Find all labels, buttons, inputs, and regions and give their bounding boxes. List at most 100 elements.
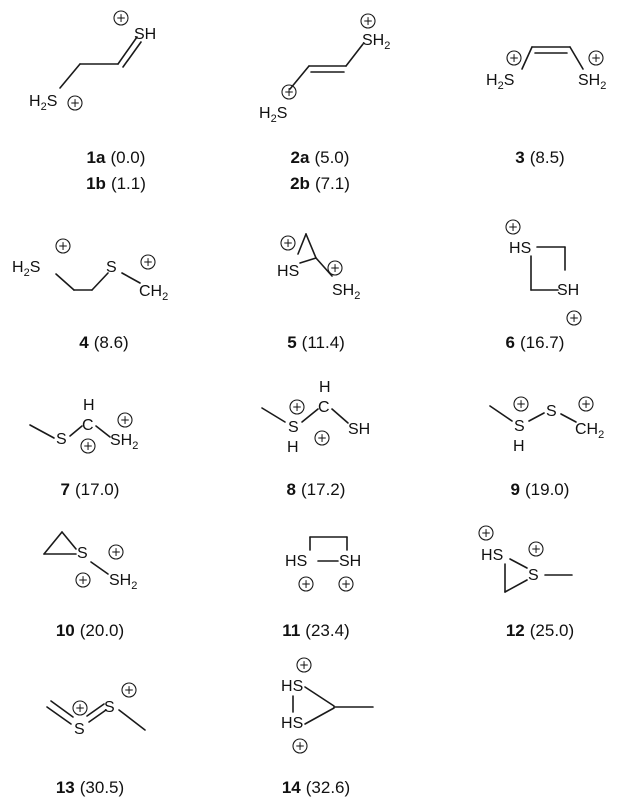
charge-icon: + [121, 682, 137, 698]
charge-icon: + [578, 396, 594, 412]
charge-icon: + [505, 219, 521, 235]
svg-text:+: + [111, 545, 121, 559]
atom-sh2: SH2 [362, 32, 390, 52]
svg-text:+: + [78, 573, 88, 587]
charge-icon: + [72, 700, 88, 716]
svg-text:+: + [569, 311, 579, 325]
charge-icon: + [281, 84, 297, 100]
svg-text:+: + [363, 14, 373, 28]
atom-h: H [83, 397, 95, 414]
atom-sh: SH [134, 26, 156, 43]
atom-s: S [56, 431, 67, 448]
svg-text:+: + [508, 220, 518, 234]
energy-labels: 1a(0.0) 1b(1.1) 2a(5.0) 2b(7.1) 3(8.5) 4… [56, 148, 574, 797]
structure-10: S + + SH2 [43, 531, 137, 592]
svg-text:+: + [301, 577, 311, 591]
structure-11: HS SH + + [285, 536, 361, 592]
atom-s: S [528, 567, 539, 584]
atom-hs: HS [285, 553, 307, 570]
label-2b: 2b(7.1) [290, 174, 350, 193]
structure-13: + S S + [46, 682, 146, 738]
atom-hs: HS [277, 263, 299, 280]
charge-icon: + [478, 525, 494, 541]
atom-h2s: H2S [259, 105, 287, 125]
structure-6: + HS SH + [505, 219, 582, 326]
atom-s: S [74, 721, 85, 738]
svg-text:+: + [531, 542, 541, 556]
charge-icon: + [314, 430, 330, 446]
structure-7: S C H + + SH2 [29, 397, 138, 454]
label-14: 14(32.6) [282, 778, 350, 797]
svg-text:+: + [299, 658, 309, 672]
atom-h: H [513, 438, 525, 455]
atom-hs: HS [281, 678, 303, 695]
svg-text:+: + [341, 577, 351, 591]
svg-text:+: + [581, 397, 591, 411]
label-10: 10(20.0) [56, 621, 124, 640]
atom-h: H [319, 379, 331, 396]
label-2a: 2a(5.0) [291, 148, 350, 167]
atom-sh: SH [348, 421, 370, 438]
atom-sh2: SH2 [109, 572, 137, 592]
atom-h2s: H2S [12, 259, 40, 279]
atom-sh2: H2S [29, 93, 57, 113]
atom-c: C [82, 417, 94, 434]
label-8: 8(17.2) [287, 480, 346, 499]
charge-icon: + [360, 13, 376, 29]
charge-icon: + [296, 657, 312, 673]
label-12: 12(25.0) [506, 621, 574, 640]
charge-icon: + [280, 235, 296, 251]
structure-5: + HS + SH2 [277, 233, 360, 302]
charge-icon: + [327, 260, 343, 276]
svg-text:+: + [292, 400, 302, 414]
atom-s: S [106, 259, 117, 276]
atom-ch2: CH2 [575, 421, 604, 441]
svg-text:+: + [591, 51, 601, 65]
atom-c: C [318, 399, 330, 416]
svg-text:+: + [516, 397, 526, 411]
svg-text:+: + [509, 51, 519, 65]
label-13: 13(30.5) [56, 778, 124, 797]
svg-text:+: + [58, 239, 68, 253]
structure-4: H2S + S + CH2 [12, 238, 168, 303]
charge-icon: + [298, 576, 314, 592]
svg-text:+: + [317, 431, 327, 445]
atom-s: S [288, 419, 299, 436]
atom-hs: HS [509, 240, 531, 257]
svg-text:+: + [283, 236, 293, 250]
charge-icon: + [338, 576, 354, 592]
charge-icon: + [528, 541, 544, 557]
label-4: 4(8.6) [79, 333, 128, 352]
atom-s: S [546, 403, 557, 420]
charge-icon: + [289, 399, 305, 415]
label-11: 11(23.4) [282, 621, 349, 640]
structure-14: + HS HS + [281, 657, 374, 754]
charge-icon: + [588, 50, 604, 66]
svg-text:+: + [120, 413, 130, 427]
atom-ch2: CH2 [139, 283, 168, 303]
charge-icon: + [292, 738, 308, 754]
atom-s: S [77, 545, 88, 562]
svg-text:+: + [116, 11, 126, 25]
charge-icon: + [117, 412, 133, 428]
svg-text:+: + [83, 439, 93, 453]
label-1b: 1b(1.1) [86, 174, 146, 193]
atom-hs: HS [481, 547, 503, 564]
atom-sh2: SH2 [110, 432, 138, 452]
structure-2: SH2 + H2S + [259, 13, 390, 125]
charge-icon: + [113, 10, 129, 26]
label-1a: 1a(0.0) [87, 148, 146, 167]
atom-sh2: SH2 [332, 282, 360, 302]
atom-sh: SH [339, 553, 361, 570]
label-9: 9(19.0) [511, 480, 570, 499]
charge-icon: + [506, 50, 522, 66]
label-5: 5(11.4) [287, 333, 345, 352]
structure-8: + S H C H + SH [261, 379, 370, 456]
label-7: 7(17.0) [61, 480, 120, 499]
svg-text:+: + [70, 96, 80, 110]
atom-s: S [104, 699, 115, 716]
atom-sh: SH [557, 282, 579, 299]
charge-icon: + [80, 438, 96, 454]
charge-icon: + [55, 238, 71, 254]
